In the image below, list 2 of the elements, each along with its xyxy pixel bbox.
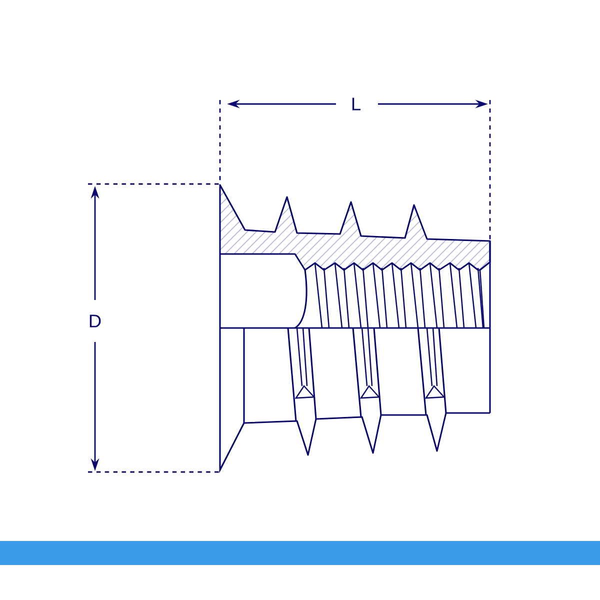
dimension-label: L xyxy=(352,98,360,110)
dimension-label: D xyxy=(90,314,101,328)
